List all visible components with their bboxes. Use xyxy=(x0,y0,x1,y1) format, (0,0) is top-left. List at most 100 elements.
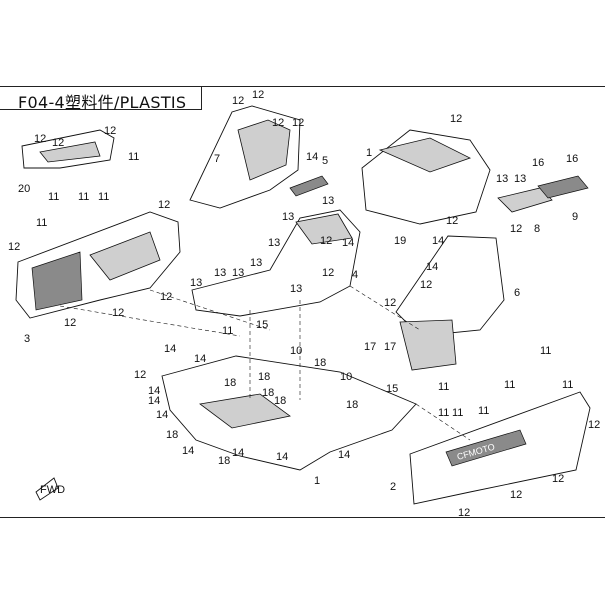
callout-12: 12 xyxy=(8,241,20,253)
callout-15: 15 xyxy=(256,319,268,331)
callout-2: 2 xyxy=(390,481,396,493)
fwd-label: FWD xyxy=(40,484,65,496)
callout-12: 12 xyxy=(64,317,76,329)
callout-12: 12 xyxy=(252,89,264,101)
callout-18: 18 xyxy=(224,377,236,389)
callout-12: 12 xyxy=(552,473,564,485)
callout-12: 12 xyxy=(322,267,334,279)
callout-13: 13 xyxy=(514,173,526,185)
callout-11: 11 xyxy=(48,191,59,203)
callout-13: 13 xyxy=(290,283,302,295)
callout-13: 13 xyxy=(322,195,334,207)
callout-17: 17 xyxy=(384,341,396,353)
fwd-arrow-icon: FWD xyxy=(35,477,65,501)
callout-14: 14 xyxy=(156,409,168,421)
callout-12: 12 xyxy=(384,297,396,309)
callout-13: 13 xyxy=(250,257,262,269)
callout-12: 12 xyxy=(52,137,64,149)
callout-14: 14 xyxy=(306,151,318,163)
callout-18: 18 xyxy=(314,357,326,369)
callout-12: 12 xyxy=(320,235,332,247)
callout-18: 18 xyxy=(346,399,358,411)
callout-14: 14 xyxy=(232,447,244,459)
callout-8: 8 xyxy=(534,223,540,235)
callout-6: 6 xyxy=(514,287,520,299)
callout-13: 13 xyxy=(232,267,244,279)
part-6-right-panel xyxy=(395,235,505,371)
callout-12: 12 xyxy=(232,95,244,107)
callout-11: 11 xyxy=(128,151,139,163)
callout-12: 12 xyxy=(112,307,124,319)
callout-12: 12 xyxy=(510,223,522,235)
callout-14: 14 xyxy=(148,385,160,397)
part-5-grille xyxy=(289,175,329,197)
callout-4: 4 xyxy=(352,269,358,281)
part-3-left-side-panel xyxy=(15,211,181,319)
callout-11: 11 xyxy=(36,217,47,229)
callout-11: 11 xyxy=(452,407,463,419)
callout-11: 11 xyxy=(478,405,489,417)
callout-14: 14 xyxy=(194,353,206,365)
title-box: F04-4塑料件/PLASTIS xyxy=(0,86,202,112)
callout-12: 12 xyxy=(158,199,170,211)
callout-11: 11 xyxy=(222,325,233,337)
callout-12: 12 xyxy=(292,117,304,129)
callouts: 12 12 12 12 12 12 12 20 7 14 5 12 1 19 1… xyxy=(8,89,600,519)
callout-11: 11 xyxy=(438,407,449,419)
callout-14: 14 xyxy=(164,343,176,355)
callout-12: 12 xyxy=(450,113,462,125)
callout-20: 20 xyxy=(18,183,30,195)
callout-14: 14 xyxy=(276,451,288,463)
callout-10: 10 xyxy=(290,345,302,357)
callout-13: 13 xyxy=(282,211,294,223)
callout-19: 19 xyxy=(394,235,406,247)
callout-11: 11 xyxy=(562,379,573,391)
callout-12: 12 xyxy=(34,133,46,145)
callout-13: 13 xyxy=(268,237,280,249)
callout-12: 12 xyxy=(134,369,146,381)
callout-12: 12 xyxy=(160,291,172,303)
callout-16: 16 xyxy=(566,153,578,165)
assembly-lines xyxy=(59,285,471,441)
callout-13: 13 xyxy=(190,277,202,289)
callout-14: 14 xyxy=(426,261,438,273)
callout-13: 13 xyxy=(214,267,226,279)
callout-14: 14 xyxy=(342,237,354,249)
callout-9: 9 xyxy=(572,211,578,223)
callout-12: 12 xyxy=(104,125,116,137)
callout-14: 14 xyxy=(338,449,350,461)
part-1-floor-underbody xyxy=(161,355,417,471)
top-rule xyxy=(0,86,605,87)
callout-11: 11 xyxy=(98,191,109,203)
callout-14: 14 xyxy=(432,235,444,247)
callout-18: 18 xyxy=(218,455,230,467)
callout-11: 11 xyxy=(78,191,89,203)
callout-5: 5 xyxy=(322,155,328,167)
page-title: F04-4塑料件/PLASTIS xyxy=(18,93,187,112)
callout-12: 12 xyxy=(458,507,470,519)
callout-3: 3 xyxy=(24,333,30,345)
callout-12: 12 xyxy=(420,279,432,291)
callout-1: 1 xyxy=(366,147,372,159)
callout-16: 16 xyxy=(532,157,544,169)
callout-11: 11 xyxy=(438,381,449,393)
callout-12: 12 xyxy=(446,215,458,227)
callout-18: 18 xyxy=(274,395,286,407)
callout-18: 18 xyxy=(258,371,270,383)
part-9-pad xyxy=(537,175,589,199)
callout-15: 15 xyxy=(386,383,398,395)
part-8-pad xyxy=(497,187,553,213)
callout-18: 18 xyxy=(262,387,274,399)
callout-17: 17 xyxy=(364,341,376,353)
callout-10: 10 xyxy=(340,371,352,383)
part-2-lower-skirt: CFMOTO xyxy=(409,391,591,505)
callout-13: 13 xyxy=(496,173,508,185)
callout-1: 1 xyxy=(314,475,320,487)
bottom-rule xyxy=(0,517,605,518)
callout-14: 14 xyxy=(148,395,160,407)
callout-7: 7 xyxy=(214,153,220,165)
part-4-center-console xyxy=(191,209,361,317)
callout-18: 18 xyxy=(166,429,178,441)
